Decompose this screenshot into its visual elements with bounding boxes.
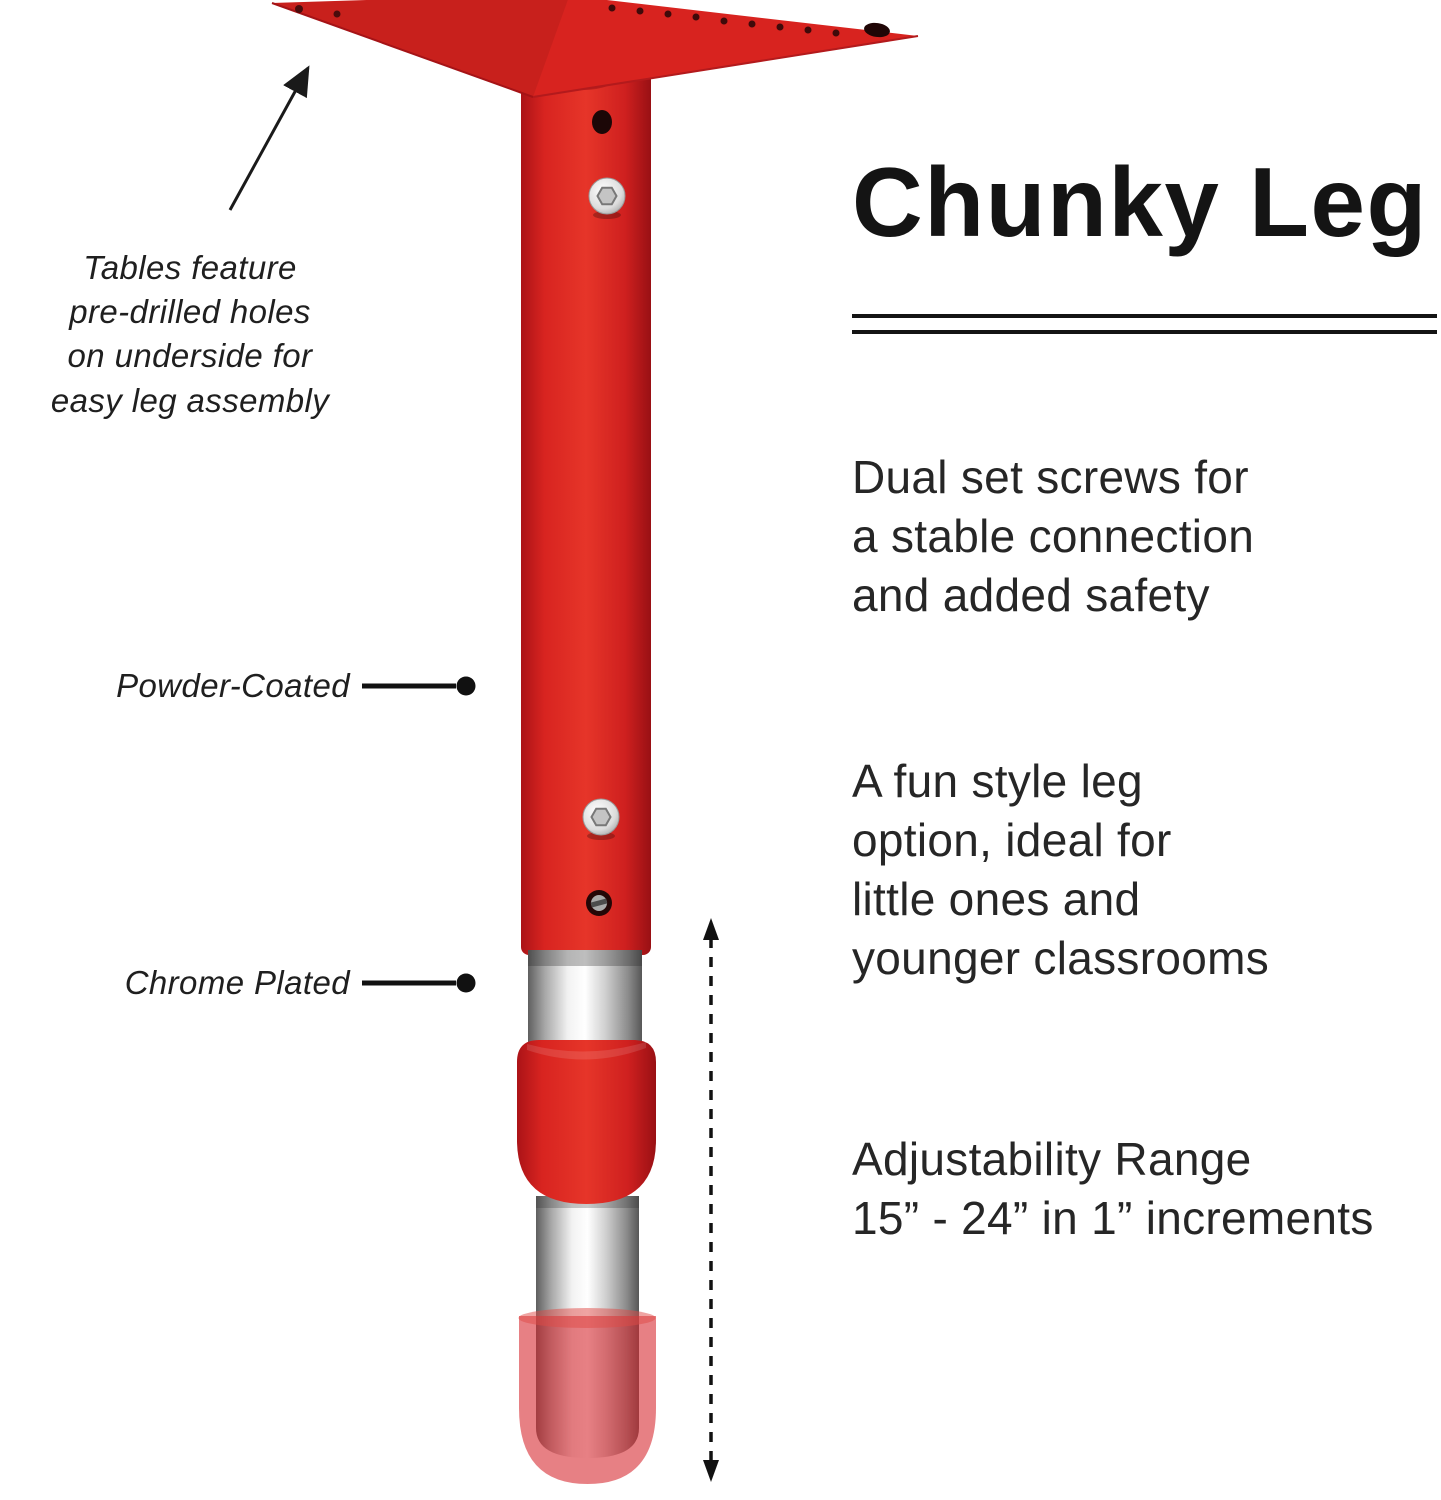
chrome-section xyxy=(528,950,642,1050)
feature-adjustability-range: Adjustability Range 15” - 24” in 1” incr… xyxy=(852,1133,1374,1244)
mounting-plate xyxy=(271,0,919,98)
red-collar xyxy=(517,1040,656,1204)
plate-screw-holes xyxy=(295,4,890,38)
predrilled-note-arrow xyxy=(228,65,310,211)
feature-fun-style-leg: A fun style leg option, ideal for little… xyxy=(852,755,1270,984)
leg-hole-top xyxy=(592,110,612,134)
adjustability-measure-arrow xyxy=(703,918,719,1482)
powder-coated-pointer xyxy=(362,676,476,696)
feature-dual-set-screws: Dual set screws for a stable connection … xyxy=(852,451,1255,621)
annotation-powder-coated: Powder-Coated xyxy=(116,667,350,704)
set-screw-mid xyxy=(582,798,620,840)
foot-cap xyxy=(518,1308,656,1484)
annotation-chrome-plated: Chrome Plated xyxy=(124,964,350,1001)
leg-hole-lower xyxy=(586,890,612,916)
product-title: Chunky Leg xyxy=(852,147,1428,257)
set-screw-top xyxy=(588,177,626,219)
chrome-plated-pointer xyxy=(362,973,476,993)
title-double-underline xyxy=(852,314,1437,334)
annotation-predrilled-holes: Tables feature pre-drilled holes on unde… xyxy=(50,249,330,419)
